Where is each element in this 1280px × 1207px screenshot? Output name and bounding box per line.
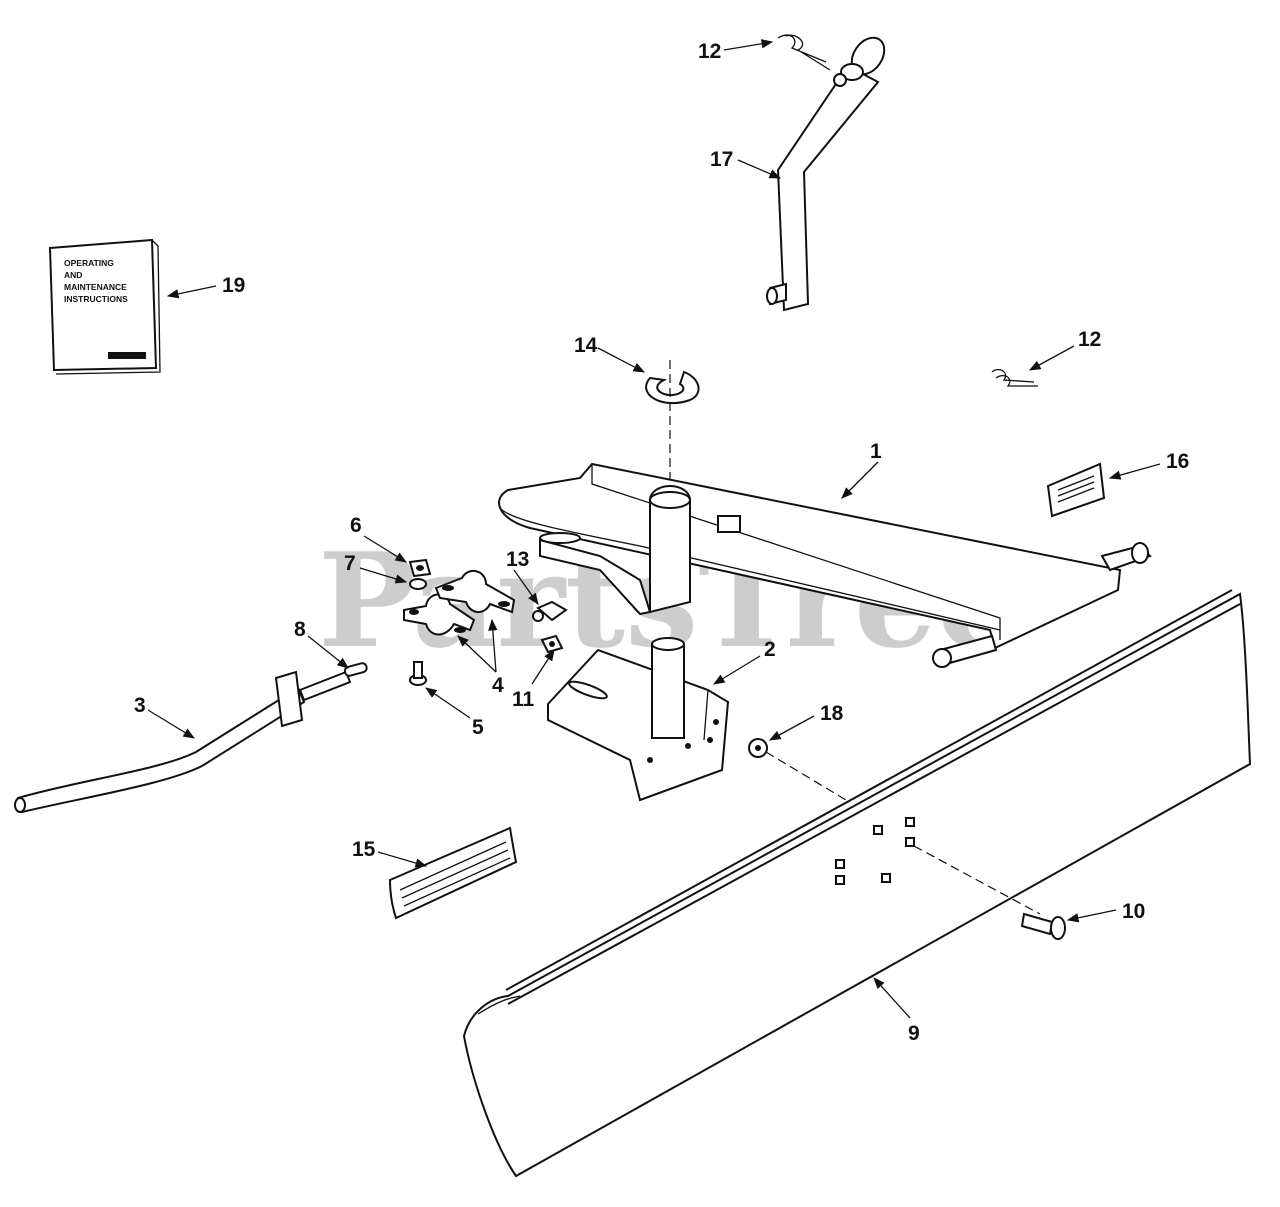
callout-13: 13 xyxy=(506,548,529,571)
manual-line-1: OPERATING xyxy=(64,258,114,268)
callout-11: 11 xyxy=(512,688,535,711)
lift-handle xyxy=(766,36,886,312)
lock-washer xyxy=(409,578,427,590)
callout-6: 6 xyxy=(350,514,362,537)
a-frame xyxy=(498,462,1152,668)
manual-line-4: INSTRUCTIONS xyxy=(64,294,128,304)
callout-8: 8 xyxy=(294,618,306,641)
rod-clamps xyxy=(403,569,516,636)
spacer-washer xyxy=(748,738,768,758)
callout-5: 5 xyxy=(472,716,484,739)
callout-14: 14 xyxy=(574,334,598,357)
callout-4: 4 xyxy=(492,674,504,697)
pivot-bracket xyxy=(547,637,730,802)
callout-7: 7 xyxy=(344,552,356,575)
hex-nut xyxy=(408,558,432,578)
manual-line-3: MAINTENANCE xyxy=(64,282,127,292)
decal-long xyxy=(388,826,518,920)
callout-19: 19 xyxy=(222,274,245,297)
callout-9: 9 xyxy=(908,1022,920,1045)
angle-rod xyxy=(14,670,352,814)
callout-16: 16 xyxy=(1166,450,1189,473)
callout-3: 3 xyxy=(134,694,146,717)
decal-small xyxy=(1046,462,1106,518)
hair-pin-right xyxy=(991,368,1038,387)
leader-lines xyxy=(147,39,1161,1019)
retaining-ring xyxy=(645,370,700,405)
callout-2: 2 xyxy=(764,638,776,661)
manual-line-2: AND xyxy=(64,270,82,280)
grease-fitting xyxy=(532,600,568,622)
operating-manual: OPERATING AND MAINTENANCE INSTRUCTIONS xyxy=(48,238,161,375)
callout-15: 15 xyxy=(352,838,376,861)
blade-bolt xyxy=(1020,912,1066,940)
callout-12-right: 12 xyxy=(1078,328,1101,351)
callout-10: 10 xyxy=(1122,900,1145,923)
callout-12-top: 12 xyxy=(698,40,721,63)
rod-end-cap xyxy=(343,662,368,677)
callout-labels: 12 17 19 14 12 1 16 6 7 13 8 4 2 11 3 5 … xyxy=(134,40,1189,1045)
callout-18: 18 xyxy=(820,702,844,725)
dozer-blade xyxy=(462,589,1252,1178)
hair-pin-top xyxy=(777,34,831,71)
callout-17: 17 xyxy=(710,148,733,171)
carriage-bolt xyxy=(409,661,427,686)
callout-1: 1 xyxy=(870,440,882,463)
nut-small xyxy=(540,634,564,654)
